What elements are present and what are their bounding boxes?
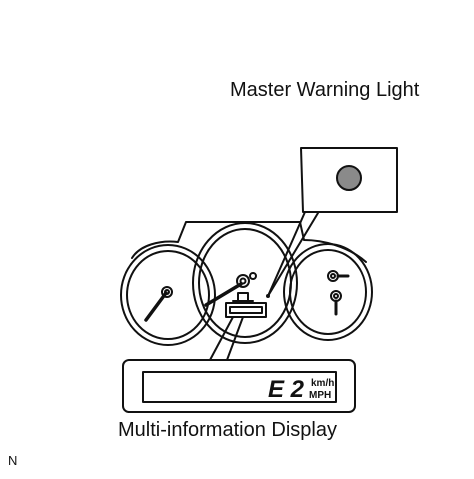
multi-info-label: Multi-information Display: [118, 419, 337, 441]
cluster-display-panel: [225, 292, 267, 318]
display-code: E 2: [268, 376, 305, 403]
master-warning-lamp: [336, 165, 362, 191]
left-gauge: [120, 244, 216, 346]
warning-leader-line: [267, 212, 319, 297]
multi-info-callout: [122, 359, 356, 413]
figure-code: N: [8, 453, 18, 468]
warning-light-callout: [300, 147, 398, 213]
master-warning-label: Master Warning Light: [230, 79, 420, 101]
display-unit-bottom: MPH: [309, 390, 331, 401]
cluster-hood-outline: [131, 221, 367, 263]
center-gauge: [192, 222, 298, 344]
display-leader-line: [209, 316, 244, 361]
display-unit-top: km/h: [311, 378, 334, 389]
right-gauge: [283, 243, 373, 341]
